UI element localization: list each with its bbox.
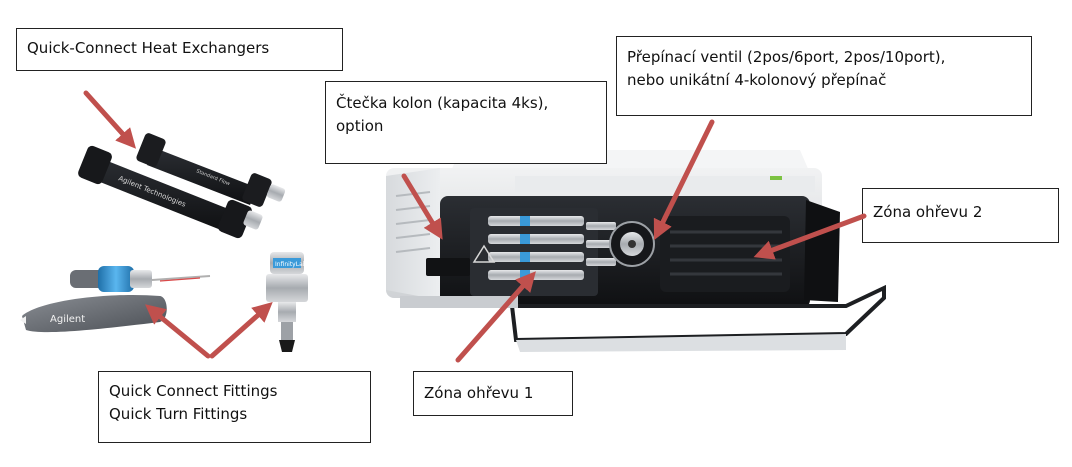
heat-exchanger-rear: Standard Flow bbox=[136, 133, 286, 207]
label-switching-valve-line1: Přepínací ventil (2pos/6port, 2pos/10por… bbox=[627, 48, 946, 66]
label-heat-exchangers: Quick-Connect Heat Exchangers bbox=[16, 28, 343, 71]
status-led bbox=[770, 176, 782, 180]
label-column-reader-line1: Čtečka kolon (kapacita 4ks), bbox=[336, 94, 549, 112]
label-heating-zone-1-text: Zóna ohřevu 1 bbox=[424, 384, 534, 402]
fitting-brand-print: Agilent bbox=[50, 314, 85, 325]
label-heating-zone-2-text: Zóna ohřevu 2 bbox=[873, 203, 983, 221]
heat-exchanger-front: Agilent Technologies bbox=[78, 145, 263, 239]
label-fittings-line1: Quick Connect Fittings bbox=[109, 382, 278, 400]
label-heat-exchangers-text: Quick-Connect Heat Exchangers bbox=[27, 39, 270, 57]
label-heating-zone-1: Zóna ohřevu 1 bbox=[413, 371, 573, 416]
quick-turn-fitting: InfinityLab bbox=[266, 252, 308, 352]
label-fittings: Quick Connect Fittings Quick Turn Fittin… bbox=[98, 371, 371, 443]
label-column-reader: Čtečka kolon (kapacita 4ks), option bbox=[325, 81, 607, 164]
column-compartment-instrument bbox=[386, 150, 886, 352]
fitting-cap-print: InfinityLab bbox=[275, 261, 307, 268]
label-fittings-line2: Quick Turn Fittings bbox=[109, 405, 248, 424]
label-column-reader-line2: option bbox=[336, 117, 384, 136]
label-switching-valve-line2: nebo unikátní 4-kolonový přepínač bbox=[627, 71, 887, 90]
quick-connect-fitting: Agilent bbox=[20, 266, 211, 333]
label-switching-valve: Přepínací ventil (2pos/6port, 2pos/10por… bbox=[616, 36, 1032, 116]
label-heating-zone-2: Zóna ohřevu 2 bbox=[862, 188, 1059, 243]
